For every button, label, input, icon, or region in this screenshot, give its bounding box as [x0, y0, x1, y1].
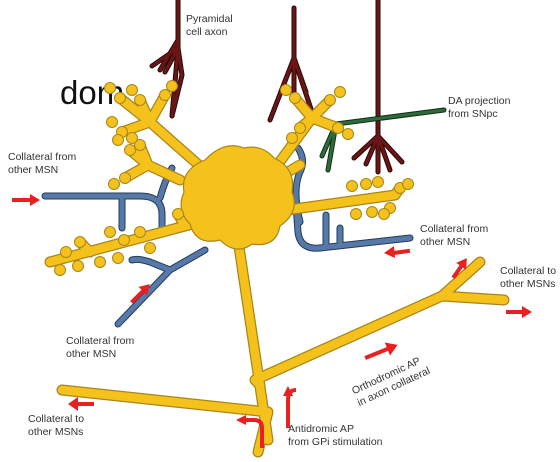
label-collateral-from-bottom: Collateral from other MSN: [66, 335, 137, 360]
spine-head: [61, 247, 72, 258]
spine-head: [125, 145, 136, 156]
spine-head: [95, 257, 106, 268]
spine-head: [295, 123, 306, 134]
spine-head: [379, 209, 390, 220]
msn-collateral-bottom: [118, 250, 205, 324]
msn-neuron: [50, 95, 504, 452]
spine-head: [167, 81, 178, 92]
spine-head: [127, 85, 138, 96]
spine-head: [113, 135, 124, 146]
msn-collateral-left: [45, 168, 172, 232]
label-antidromic-ap: Antidromic AP from GPi stimulation: [288, 423, 383, 448]
spine-head: [113, 253, 124, 264]
label-orthodromic-ap: Orthodromic AP in axon collateral: [350, 353, 432, 409]
spine-head: [127, 133, 138, 144]
spine-head: [333, 123, 344, 134]
spine-head: [403, 179, 414, 190]
spine-head: [145, 243, 156, 254]
label-collateral-from-left: Collateral from other MSN: [8, 151, 79, 176]
spine-head: [73, 261, 84, 272]
spine-head: [173, 209, 184, 220]
spine-head: [107, 117, 118, 128]
spine-head: [160, 90, 171, 101]
spine-head: [109, 179, 120, 190]
label-pyramidal-axon: Pyramidal cell axon: [186, 13, 236, 38]
spine-head: [361, 179, 372, 190]
spine-head: [343, 129, 354, 140]
spine-head: [135, 95, 146, 106]
spine-head: [119, 235, 130, 246]
arrow-collateral-to-left: [68, 397, 94, 411]
spine-head: [347, 181, 358, 192]
arrow-collateral-to-right: [506, 306, 532, 318]
spine-head: [55, 265, 66, 276]
spine-head: [75, 237, 86, 248]
spine-head: [325, 95, 336, 106]
arrow-left-msn: [12, 194, 40, 206]
spine-head: [351, 209, 362, 220]
label-da-projection: DA projection from SNpc: [448, 95, 513, 120]
label-collateral-to-right: Collateral to other MSNs: [500, 265, 559, 290]
pyramidal-axon-right: [354, 0, 402, 172]
spine-head: [105, 227, 116, 238]
arrow-right-msn: [384, 246, 410, 258]
spine-head: [335, 87, 346, 98]
spine-head: [135, 227, 146, 238]
spine-head: [120, 173, 131, 184]
slide-title-fragment: dom: [60, 74, 124, 111]
arrow-antidromic-up: [283, 386, 296, 428]
spine-head: [290, 93, 301, 104]
spine-head: [281, 85, 292, 96]
label-collateral-to-left: Collateral to other MSNs: [28, 413, 87, 438]
spine-head: [287, 133, 298, 144]
spine-head: [115, 93, 126, 104]
spine-head: [367, 207, 378, 218]
label-collateral-from-right: Collateral from other MSN: [420, 223, 491, 248]
spine-head: [105, 83, 116, 94]
arrow-orthodromic: [363, 338, 401, 364]
spine-head: [373, 177, 384, 188]
